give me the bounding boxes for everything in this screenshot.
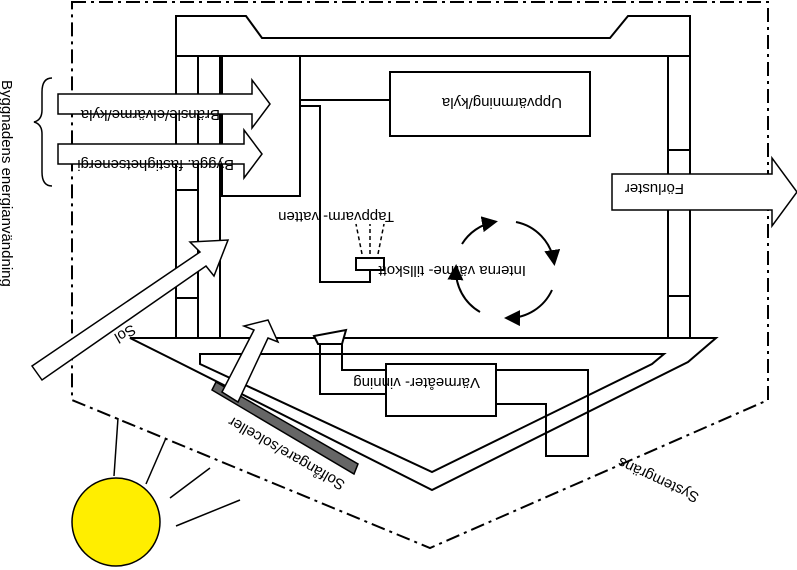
faucet-icon [355,223,385,271]
losses-label: Förluster [625,180,684,197]
sun-rays [113,417,241,527]
sun-icon [71,477,161,567]
fuel-label: Bränsle/elvärme/kyla [80,106,220,123]
sun-arrow [30,239,230,382]
losses-arrow [611,155,797,229]
solar-panel-icon [211,380,359,476]
building-roof [175,15,691,57]
heat-recovery-box [385,363,497,417]
solar-output-arrow [221,319,280,404]
heating-cooling-label: Uppvärmning/kyla [441,94,562,111]
energy-supply-panel [221,55,301,197]
property-energy-arrow [57,127,263,181]
internal-heat-label: Interna värme- tillskott [378,262,526,279]
heat-recovery-ducts [312,328,589,457]
heat-recovery-label: Värmeåter- vinning [353,374,480,391]
hot-water-label-line: Tappvarm- vatten [278,208,394,225]
hot-water-label: Tappvarm- vatten [278,208,394,225]
energy-brace [33,77,53,187]
energy-supply-label: Byggnadens energianvändning [0,80,15,287]
system-boundary-line [71,1,769,550]
hot-water-pipe [300,105,371,283]
cycle-arrows-icon [447,216,561,327]
fuel-arrow [57,77,271,131]
property-energy-label: Bygga. fastighetsenergi [77,156,234,173]
heating-cooling-box [389,71,591,137]
system-boundary-label: Systemgräns [615,453,702,505]
